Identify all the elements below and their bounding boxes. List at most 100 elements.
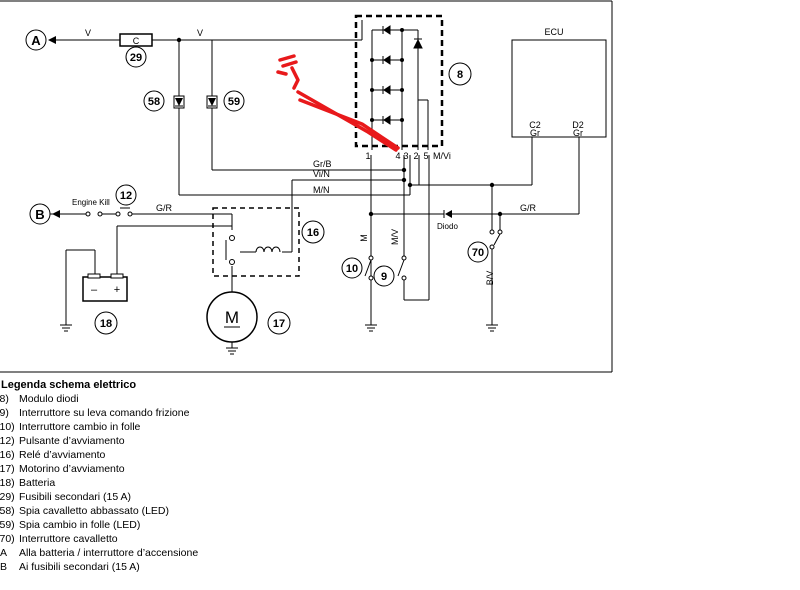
label-diodo: Diodo [437,222,458,231]
label-v-left: V [85,28,91,38]
legend-item: B Ai fusibili secondari (15 A) [0,560,420,574]
legend-item-number: (8) [0,393,9,405]
legend-item-text: Fusibili secondari (15 A) [19,491,132,503]
clutch-switch-9: 9 [373,255,407,287]
label-b-v-vertical: B/V [485,271,495,286]
label-m-vi: M/Vi [433,151,451,161]
legend-item: (10) Interruttore cambio in folle [0,420,420,434]
ecu-c2-wire: Gr [530,128,540,138]
legend-item: (8) Modulo diodi [0,392,420,406]
ecu-c2: C2 [529,120,541,130]
starter-motor-17: M 17 [206,291,291,343]
legend-item-number: B [0,561,8,573]
legend-item: (18) Batteria [0,476,420,490]
terminal-4: 4 [395,151,400,161]
wiring-diagram: A B C 29 58 59 [0,0,613,373]
legend-item-text: Ai fusibili secondari (15 A) [19,561,140,573]
label-gr-b: Gr/B [313,159,332,169]
component-18-label: 18 [100,318,112,330]
side-stand-switch-70: 70 [467,229,503,263]
legend-item-number: (58) [0,505,15,517]
ground-symbols [60,324,498,355]
ecu-d2: D2 [572,120,584,130]
connector-b-label: B [35,207,44,222]
diagram-frame [0,0,613,373]
ecu-d2-wire: Gr [573,128,583,138]
battery-plus: + [114,284,120,296]
label-g-r-engine: G/R [156,203,173,213]
starter-button-12: 12 [85,184,137,217]
legend-title: Legenda schema elettrico [1,379,137,391]
legend-item-text: Spia cavalletto abbassato (LED) [19,505,169,517]
red-annotation-arrow [276,54,400,152]
legend-item-number: (16) [0,449,15,461]
terminal-1: 1 [365,151,370,161]
ecu-title: ECU [544,27,563,37]
legend-item-text: Relé d’avviamento [19,449,106,461]
led-58: 58 [143,90,185,112]
legend-item-text: Interruttore cambio in folle [19,421,141,433]
component-10-label: 10 [346,263,358,275]
component-9-label: 9 [381,271,387,283]
label-m-vertical: M [359,234,369,242]
fuse-29: C 29 [119,33,153,68]
legend-items: (8) Modulo diodi (9) Interruttore su leva c… [0,392,420,574]
battery-18: – + 18 [82,273,128,335]
starter-relay-16: 16 [212,207,325,277]
component-29-label: 29 [130,52,142,64]
legend-item-text: Spia cambio in folle (LED) [19,519,141,531]
legend-item: (70) Interruttore cavalletto [0,532,420,546]
legend-item-number: (59) [0,519,15,531]
legend-item: A Alla batteria / interruttore d’accensio… [0,546,420,560]
legend-item-number: (9) [0,407,9,419]
legend-item: (17) Motorino d’avviamento [0,462,420,476]
connector-a-label: A [31,33,41,48]
led-59: 59 [206,90,245,112]
legend-item-text: Batteria [19,477,56,489]
legend-item-number: (17) [0,463,15,475]
legend-item-number: A [0,547,8,559]
legend-item-text: Interruttore su leva comando frizione [19,407,190,419]
component-8-label: 8 [457,69,463,81]
label-m-n: M/N [313,185,330,195]
legend-item: (59) Spia cambio in folle (LED) [0,518,420,532]
legend: Legenda schema elettrico (8) Modulo diodi… [0,378,420,574]
terminal-3: 3 [403,151,408,161]
terminal-5: 5 [423,151,428,161]
inline-diode [443,210,452,218]
legend-item-number: (10) [0,421,15,433]
legend-item-text: Motorino d’avviamento [19,463,125,475]
legend-item: (29) Fusibili secondari (15 A) [0,490,420,504]
label-vi-n: Vi/N [313,169,330,179]
label-v-right: V [197,28,203,38]
junction-dots [176,37,503,217]
ecu: ECU C2 Gr D2 Gr [511,27,607,138]
label-engine-kill: Engine Kill [72,198,110,207]
legend-item: (16) Relé d’avviamento [0,448,420,462]
diode-module-8: 8 1 4 3 2 5 [354,14,472,161]
legend-item-text: Interruttore cavalletto [19,533,118,545]
legend-item-text: Alla batteria / interruttore d’accension… [19,547,199,559]
component-70-label: 70 [472,247,484,259]
legend-item-number: (18) [0,477,15,489]
neutral-switch-10: 10 [341,255,374,281]
battery-minus: – [91,284,98,296]
legend-item-text: Modulo diodi [19,393,79,405]
component-12-label: 12 [120,190,132,202]
label-m-v-vertical: M/V [390,229,400,245]
component-58-label: 58 [148,96,160,108]
legend-item: (12) Pulsante d’avviamento [0,434,420,448]
legend-item: (9) Interruttore su leva comando frizione [0,406,420,420]
legend-item-number: (29) [0,491,15,503]
legend-item: (58) Spia cavalletto abbassato (LED) [0,504,420,518]
connector-b: B [29,203,60,225]
legend-item-number: (70) [0,533,15,545]
legend-item-text: Pulsante d’avviamento [19,435,125,447]
component-16-label: 16 [307,227,319,239]
label-g-r-ecu: G/R [520,203,537,213]
connector-a: A [25,29,56,51]
motor-letter: M [225,308,239,327]
legend-item-number: (12) [0,435,15,447]
terminal-2: 2 [413,151,418,161]
component-59-label: 59 [228,96,240,108]
